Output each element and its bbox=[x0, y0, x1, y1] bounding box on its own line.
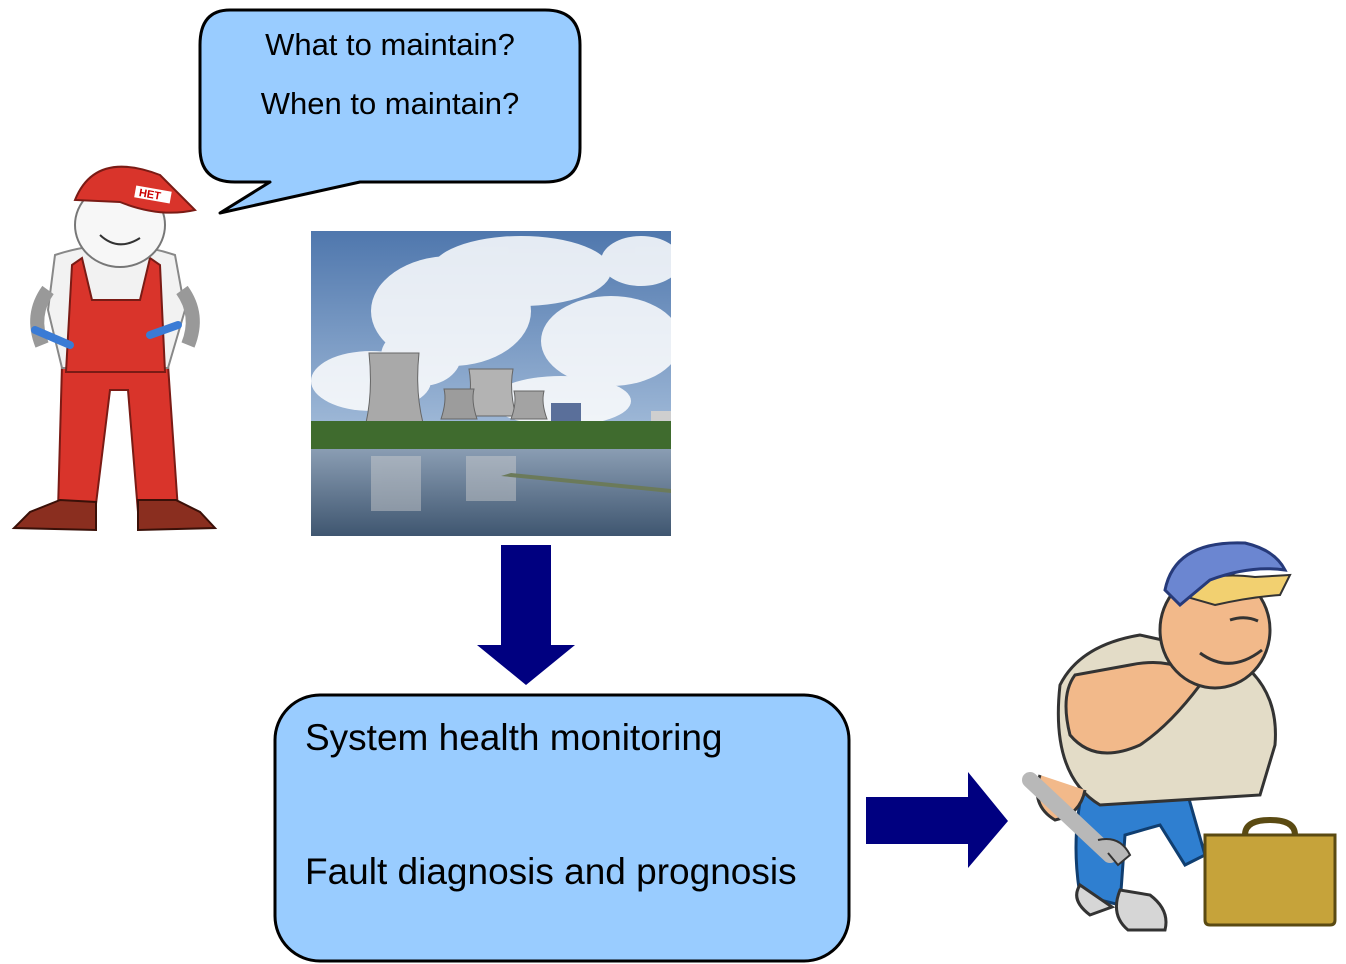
red-worker-illustration: HET bbox=[11, 165, 218, 532]
worker-legs bbox=[11, 364, 218, 532]
right-arrow bbox=[866, 772, 1008, 868]
bubble-question-when: When to maintain? bbox=[260, 86, 520, 121]
speech-bubble bbox=[198, 8, 582, 215]
logo-text: HET bbox=[138, 187, 162, 203]
fault-diagnosis-label: Fault diagnosis and prognosis bbox=[305, 851, 797, 892]
bubble-question-what: What to maintain? bbox=[265, 27, 515, 62]
system-health-monitoring-label: System health monitoring bbox=[305, 717, 723, 758]
worker-head: HET bbox=[73, 165, 197, 268]
wrench-icon bbox=[31, 321, 182, 349]
wrench-icon bbox=[1022, 772, 1132, 867]
toolbox-icon bbox=[1203, 816, 1337, 927]
cooling-towers bbox=[365, 352, 671, 425]
down-arrow bbox=[477, 545, 575, 685]
mechanic-head bbox=[1158, 541, 1292, 690]
mechanic-cartoon bbox=[1022, 541, 1337, 932]
mechanic-legs bbox=[1074, 778, 1207, 932]
power-plant-photo bbox=[311, 231, 671, 536]
process-box bbox=[273, 693, 851, 963]
